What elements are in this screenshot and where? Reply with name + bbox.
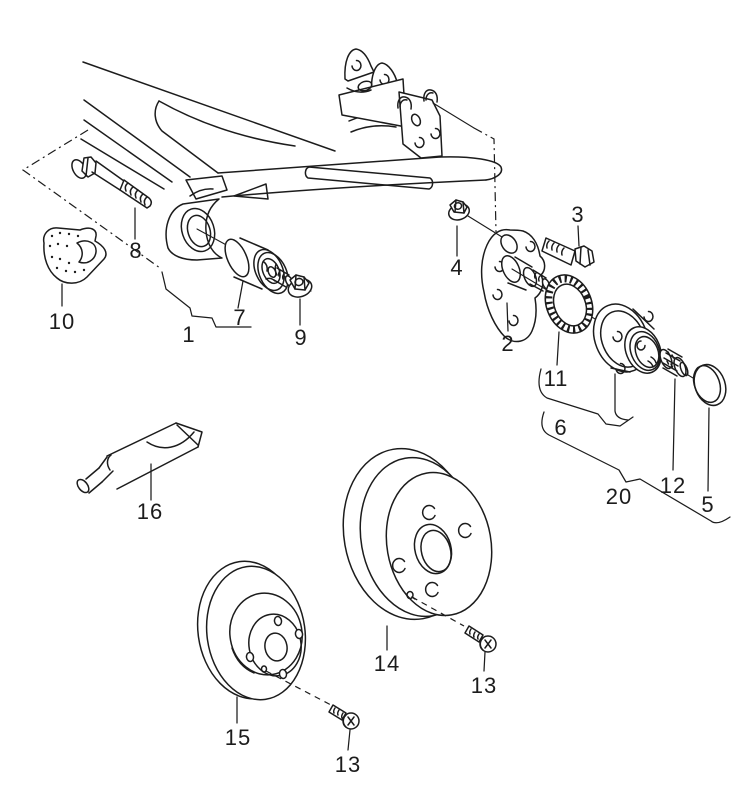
callout-16: 16	[136, 499, 164, 524]
rubber-bushing-drawing	[224, 237, 294, 295]
brake-disc-drawing	[196, 560, 307, 701]
hex-flange-nut-drawing	[447, 199, 503, 238]
hex-bolt-drawing	[541, 237, 595, 268]
callout-13-drum: 13	[470, 673, 498, 698]
callout-3: 3	[571, 202, 585, 227]
callout-10: 10	[48, 309, 76, 334]
brake-drum-drawing	[342, 447, 493, 621]
callout-13-disc: 13	[334, 752, 362, 777]
callout-11: 11	[543, 366, 569, 391]
callout-15: 15	[224, 725, 252, 750]
callout-2: 2	[501, 331, 515, 356]
callout-8: 8	[129, 238, 143, 263]
callout-6: 6	[554, 415, 568, 440]
reference-lines	[21, 102, 497, 269]
callout-1: 1	[182, 322, 196, 347]
stub-axle-flange-drawing	[480, 228, 551, 343]
callout-14: 14	[373, 651, 401, 676]
disc-screw-drawing	[265, 670, 360, 730]
dust-cap-drawing	[692, 363, 727, 407]
callout-5: 5	[701, 492, 715, 517]
callout-9: 9	[294, 325, 308, 350]
callout-12: 12	[659, 473, 687, 498]
callout-7: 7	[233, 305, 247, 330]
protective-bracket-drawing	[42, 227, 107, 284]
twelve-point-nut-drawing	[659, 348, 689, 378]
axle-beam-trailing-arm-drawing	[80, 61, 503, 261]
long-hex-bolt-drawing	[71, 156, 153, 209]
callout-leader-lines	[61, 207, 731, 751]
callout-4: 4	[450, 255, 464, 280]
drum-screw-drawing	[411, 596, 497, 653]
shock-mount-bracket-drawing	[338, 48, 443, 159]
wheel-hub-drawing	[592, 303, 662, 375]
abs-rotor-ring-drawing	[544, 274, 594, 334]
bushing-nut-drawing	[287, 274, 313, 298]
grease-tube-drawing	[76, 422, 203, 494]
callout-20: 20	[605, 484, 633, 509]
